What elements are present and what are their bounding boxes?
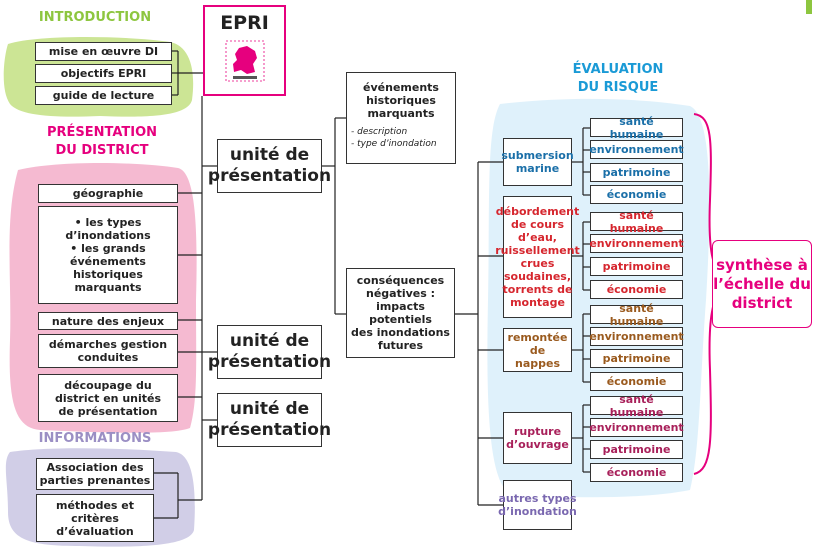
impact-patrimoine-submersion: patrimoine [590,163,683,182]
risk-type-rupture: rupture d’ouvrage [503,412,572,464]
impact-environnement-submersion: environnement [589,140,684,159]
impact-economie-rupture: économie [590,463,683,482]
unit-presentation-1: unité de présentation [208,139,331,193]
unit-presentation-2: unité de présentation [208,325,331,379]
impact-sante-debordement: santé humaine [590,209,683,235]
impact-environnement-debordement: environnement [589,234,684,253]
impact-sante-submersion: santé humaine [590,115,683,141]
intro-item-objectifs: objectifs EPRI [35,64,172,83]
informations-header: INFORMATIONS [38,431,152,446]
france-map-icon [225,40,265,82]
intro-item-guide: guide de lecture [35,86,172,105]
district-item-decoupage: découpage du district en unités de prése… [38,374,178,422]
impact-patrimoine-rupture: patrimoine [590,440,683,459]
historic-events-notes: - description - type d’inondation [351,127,437,149]
evaluation-header-line2: DU RISQUE [577,80,659,95]
presentation-header-line1: PRÉSENTATION [46,125,158,140]
district-item-types-inondations: • les types d’inondations • les grands é… [38,206,178,304]
impact-sante-remontee: santé humaine [590,302,683,328]
historic-events-box: événements historiques marquants - descr… [346,72,456,164]
evaluation-header-line1: ÉVALUATION [572,62,664,77]
impact-economie-remontee: économie [590,372,683,391]
risk-type-submersion: submersion marine [501,138,574,186]
historic-events-title: événements historiques marquants [363,81,439,120]
district-item-geographie: géographie [38,184,178,203]
impact-environnement-rupture: environnement [589,418,684,437]
unit-presentation-3: unité de présentation [208,393,331,447]
presentation-header: PRÉSENTATION DU DISTRICT [18,124,186,160]
impact-economie-debordement: économie [590,280,683,299]
introduction-header: INTRODUCTION [38,10,152,25]
intro-item-mise-en-oeuvre: mise en œuvre DI [35,42,172,61]
info-item-methodes: méthodes et critères d’évaluation [36,494,154,542]
synthesis-box: synthèse à l’échelle du district [712,240,812,328]
corner-mark [806,0,812,14]
impact-sante-rupture: santé humaine [590,393,683,419]
impact-patrimoine-remontee: patrimoine [590,349,683,368]
risk-type-debordement: débordement de cours d’eau, ruissellemen… [495,196,580,318]
impact-patrimoine-debordement: patrimoine [590,257,683,276]
risk-type-autres: autres types d’inondation [498,480,577,530]
risk-type-remontee: remontée de nappes [503,328,572,372]
epri-box: EPRI [203,5,286,96]
evaluation-header: ÉVALUATION DU RISQUE [548,61,688,97]
epri-title: EPRI [220,12,269,34]
consequences-box: conséquences négatives : impacts potenti… [346,268,455,358]
impact-environnement-remontee: environnement [589,327,684,346]
district-item-enjeux: nature des enjeux [38,312,178,330]
info-item-association: Association des parties prenantes [36,458,154,490]
presentation-header-line2: DU DISTRICT [55,143,149,158]
district-item-demarches: démarches gestion conduites [38,334,178,368]
impact-economie-submersion: économie [590,185,683,204]
